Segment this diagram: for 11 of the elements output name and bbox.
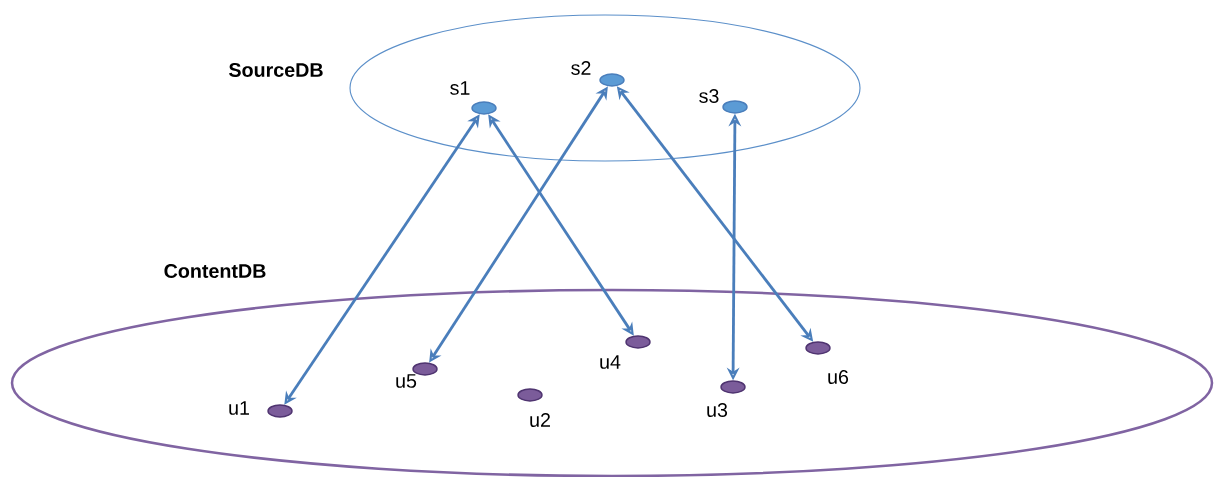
point-label: u3 [707, 403, 728, 417]
point-label: s2 [571, 61, 591, 75]
point-label: s3 [699, 89, 719, 103]
point-label: u4 [600, 355, 621, 369]
point-label: u6 [828, 370, 849, 384]
point-label: s1 [450, 81, 470, 95]
region-label: SourceDB [229, 63, 323, 77]
point-label: u5 [396, 374, 417, 388]
point-label: u1 [229, 401, 249, 415]
point-label: u2 [530, 413, 550, 427]
region-label: ContentDB [164, 264, 266, 278]
